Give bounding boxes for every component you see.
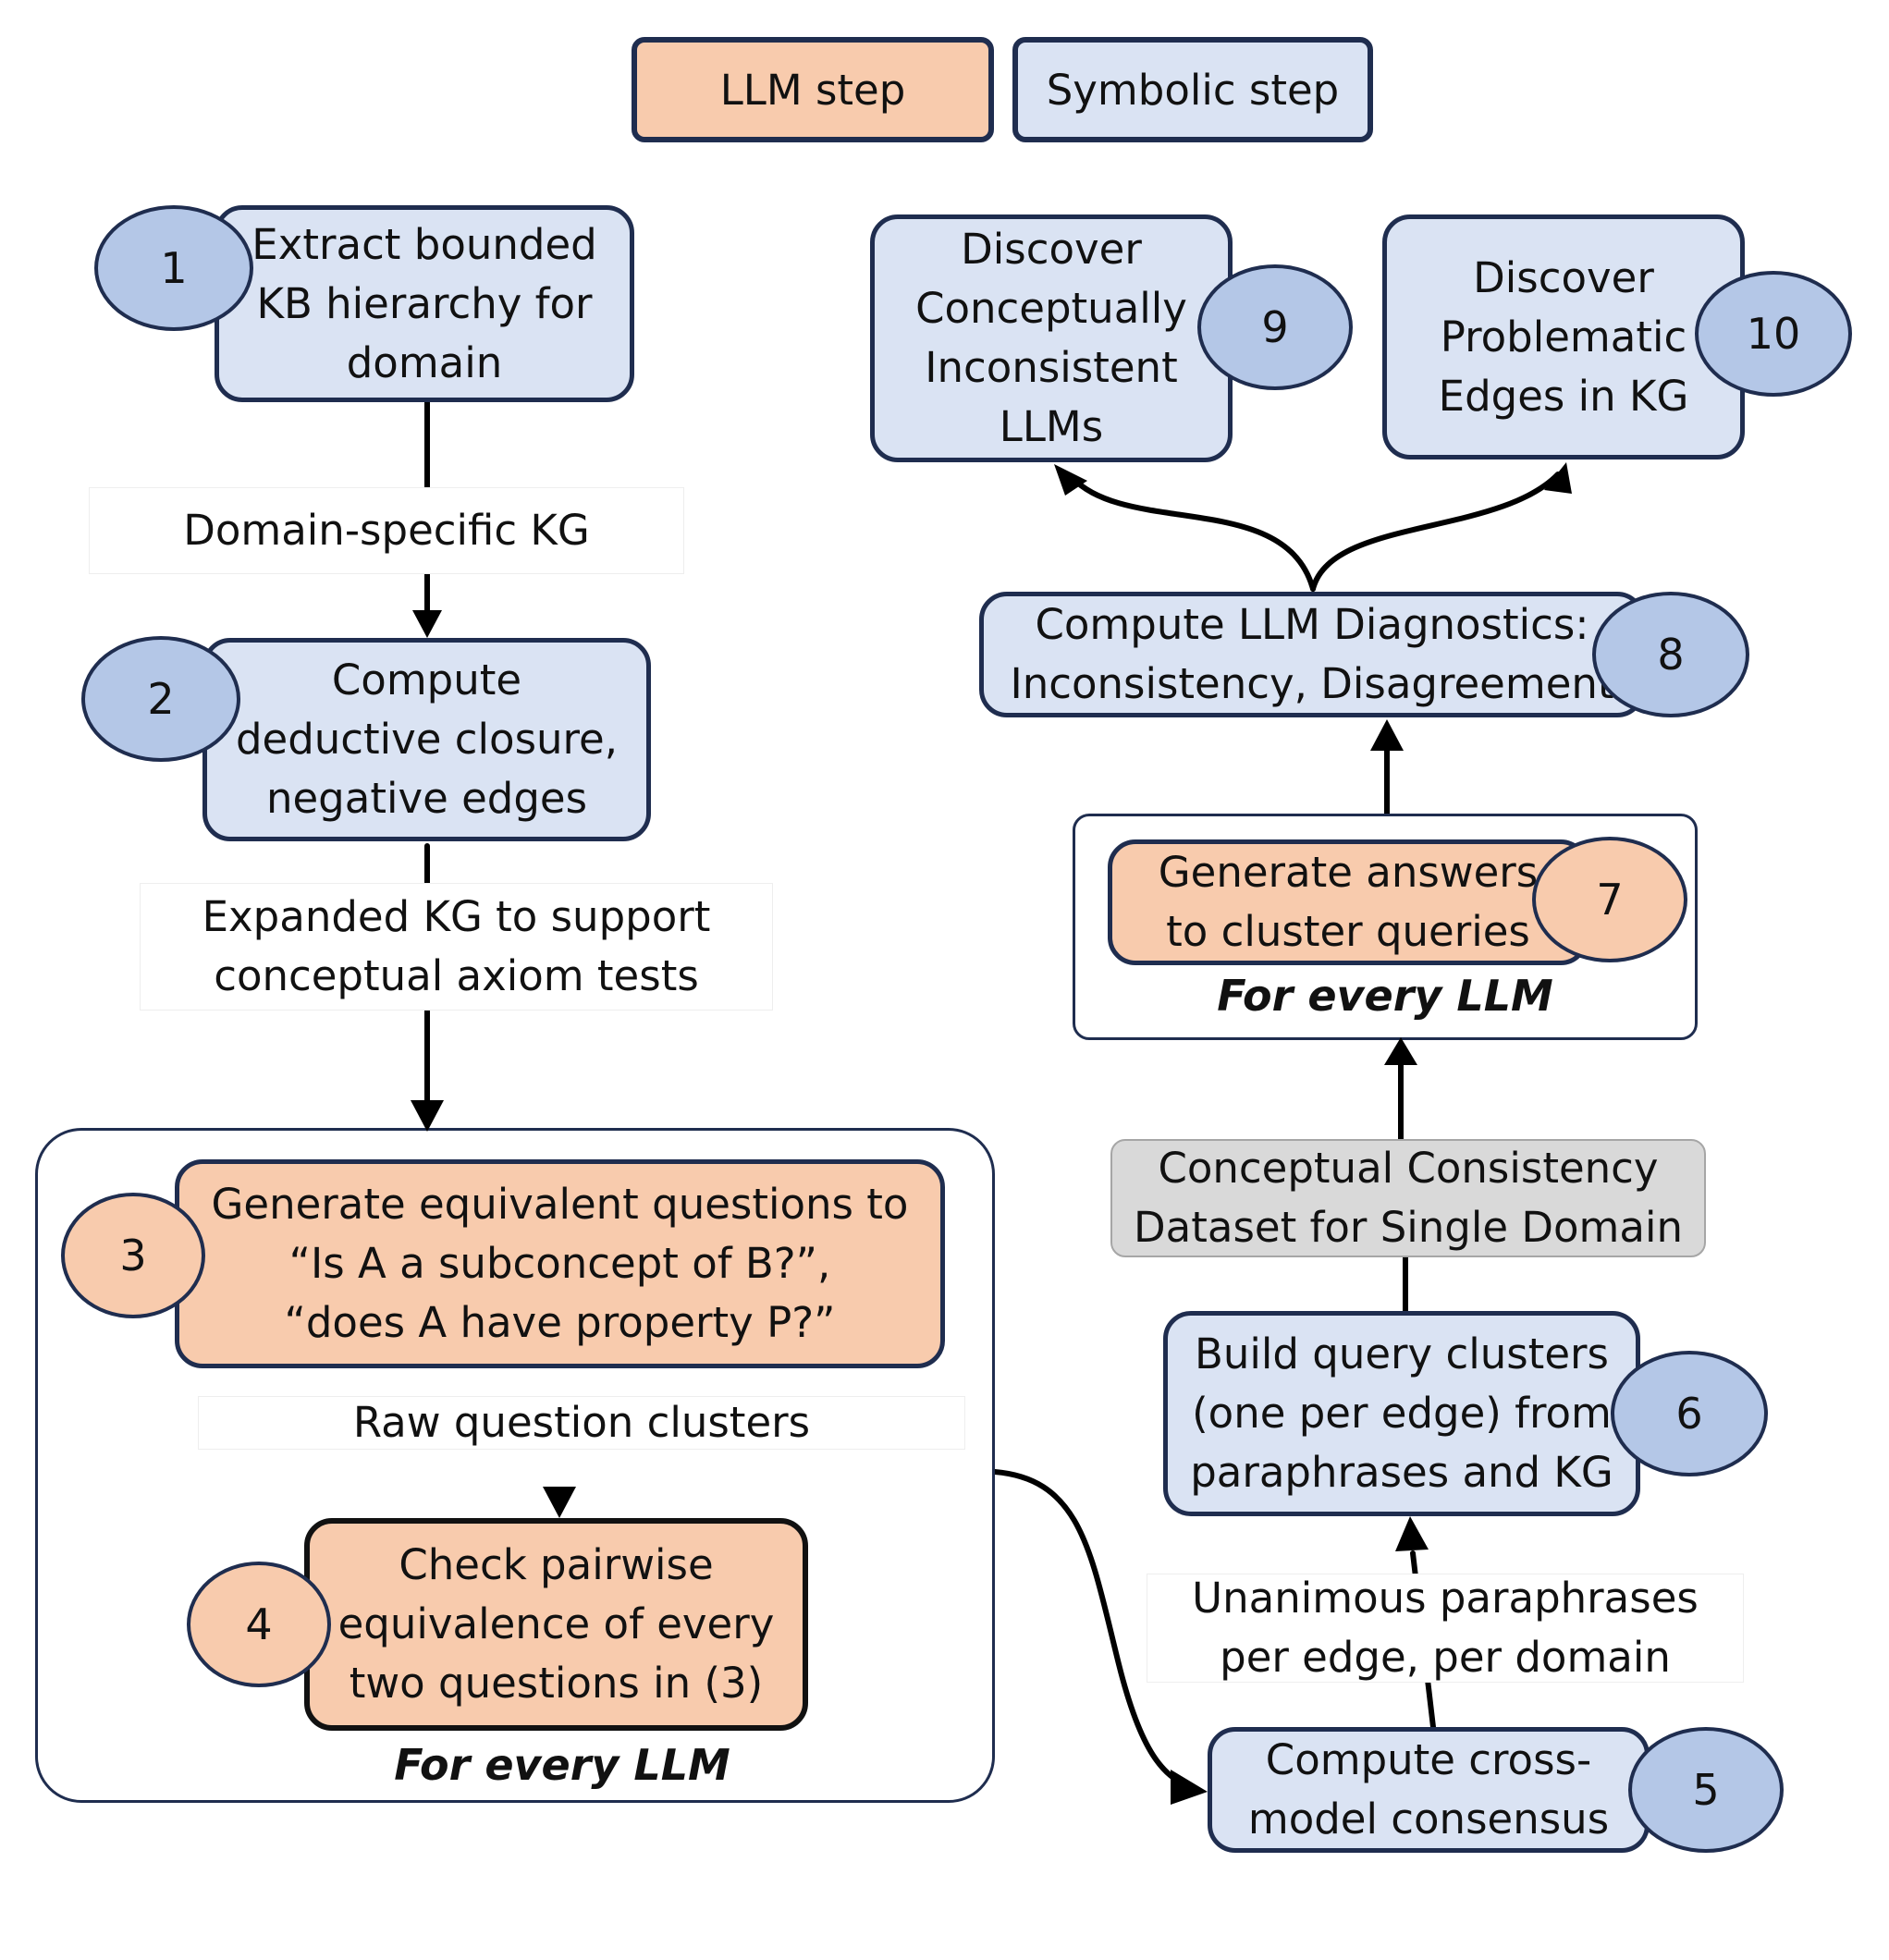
step-2-badge: 2 xyxy=(81,636,240,762)
step-10-box: Discover Problematic Edges in KG xyxy=(1382,214,1745,459)
step-6-badge: 6 xyxy=(1611,1351,1768,1476)
step-9-badge: 9 xyxy=(1197,264,1353,390)
step-7-badge: 7 xyxy=(1532,837,1687,962)
step-9-box: Discover Conceptually Inconsistent LLMs xyxy=(870,214,1233,462)
edge-label-domain-kg: Domain-specific KG xyxy=(89,487,684,574)
step-8-badge: 8 xyxy=(1592,592,1749,717)
step-3-box: Generate equivalent questions to “Is A a… xyxy=(175,1159,945,1368)
group-caption-left: For every LLM xyxy=(394,1740,730,1790)
step-8-box: Compute LLM Diagnostics: Inconsistency, … xyxy=(979,592,1645,717)
legend-symbolic-step: Symbolic step xyxy=(1012,37,1373,142)
step-6-box: Build query clusters (one per edge) from… xyxy=(1163,1311,1640,1516)
legend-llm-step: LLM step xyxy=(632,37,994,142)
connector-group-5 xyxy=(992,1469,1190,1789)
group-caption-right: For every LLM xyxy=(1217,971,1553,1021)
edge-label-expanded-kg: Expanded KG to support conceptual axiom … xyxy=(140,883,773,1011)
step-1-badge: 1 xyxy=(94,205,253,331)
edge-label-raw-clusters: Raw question clusters xyxy=(198,1396,965,1450)
step-10-badge: 10 xyxy=(1695,271,1852,397)
step-3-badge: 3 xyxy=(61,1193,205,1318)
step-7-box: Generate answers to cluster queries xyxy=(1108,839,1588,965)
step-1-box: Extract bounded KB hierarchy for domain xyxy=(215,205,634,402)
edge-label-unanimous: Unanimous paraphrases per edge, per doma… xyxy=(1147,1574,1744,1683)
step-5-badge: 5 xyxy=(1628,1727,1784,1853)
connector-8-10 xyxy=(1310,472,1561,592)
step-2-box: Compute deductive closure, negative edge… xyxy=(202,638,651,841)
dataset-box: Conceptual Consistency Dataset for Singl… xyxy=(1110,1139,1706,1257)
step-4-box: Check pairwise equivalence of every two … xyxy=(304,1518,808,1731)
step-4-badge: 4 xyxy=(187,1562,331,1687)
step-5-box: Compute cross- model consensus xyxy=(1208,1727,1650,1853)
connector-8-9 xyxy=(1070,475,1316,592)
